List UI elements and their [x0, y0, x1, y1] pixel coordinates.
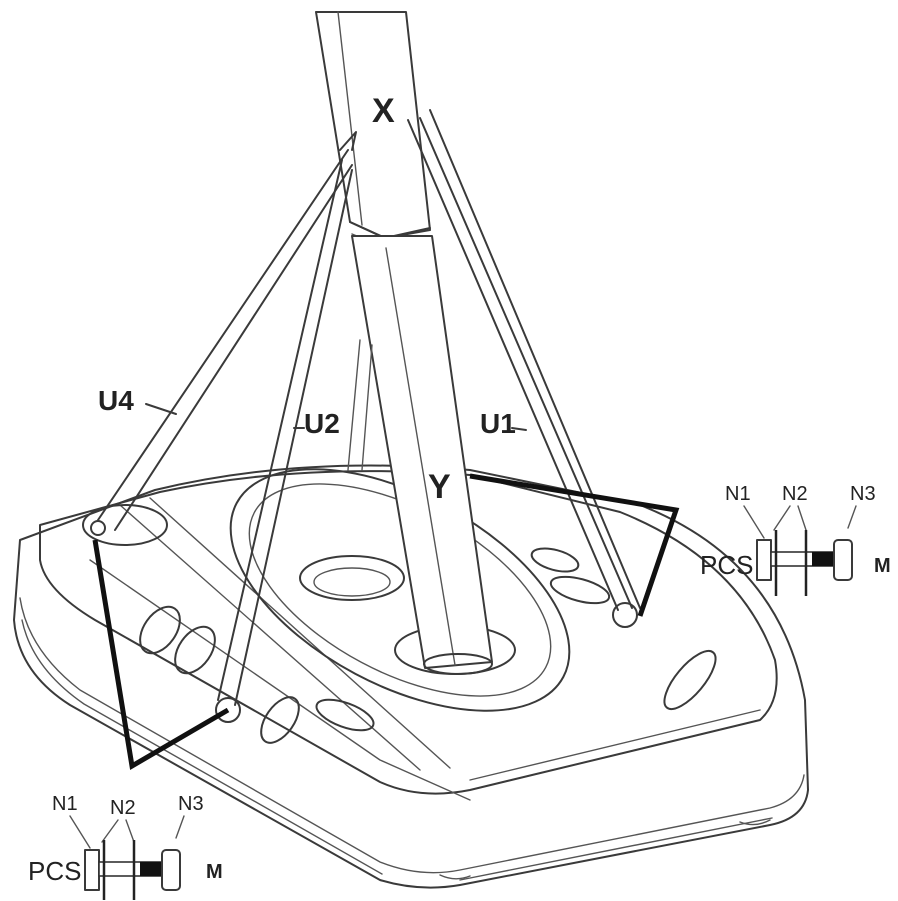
- label-u1: U1: [480, 408, 516, 439]
- braces: [90, 109, 641, 723]
- label-pcs: PCS: [28, 856, 81, 886]
- label-n3: N3: [850, 483, 876, 505]
- label-n2: N2: [110, 797, 136, 819]
- hardware-callout-left: N1 N2 N3 PCS M: [28, 793, 223, 900]
- hardware-callout-right: N1 N2 N3 PCS M: [700, 483, 891, 596]
- label-m: M: [874, 555, 891, 577]
- base-unit: [13, 464, 809, 889]
- bolt-head-icon: [756, 539, 772, 581]
- thread-icon: [812, 552, 834, 566]
- bolt-head-icon: [84, 849, 100, 891]
- label-u4: U4: [98, 385, 134, 416]
- label-pcs: PCS: [700, 550, 753, 580]
- label-n1: N1: [52, 793, 78, 815]
- pole: [315, 11, 493, 675]
- label-x: X: [372, 92, 395, 130]
- label-u2: U2: [304, 408, 340, 439]
- thread-icon: [140, 862, 162, 876]
- nut-icon: [161, 849, 181, 891]
- label-m: M: [206, 861, 223, 883]
- label-n2: N2: [782, 483, 808, 505]
- callout-bracket-left: [92, 539, 230, 770]
- label-n3: N3: [178, 793, 204, 815]
- callout-bracket-right: [469, 473, 680, 617]
- label-n1: N1: [725, 483, 751, 505]
- nut-icon: [833, 539, 853, 581]
- label-y: Y: [428, 468, 451, 506]
